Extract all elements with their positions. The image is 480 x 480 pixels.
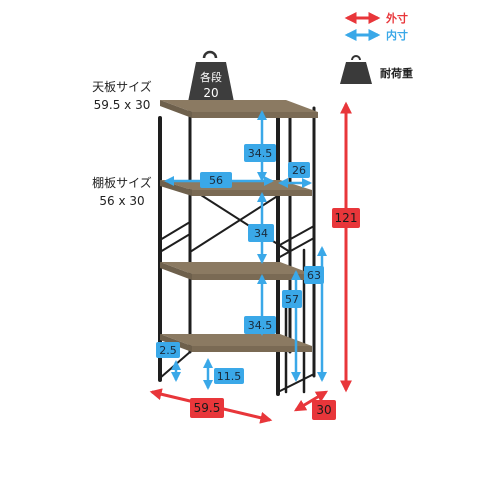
side-63-label: 63 xyxy=(307,269,321,282)
weight-legend-icon xyxy=(340,55,372,84)
top-board-size: 59.5 x 30 xyxy=(93,98,151,112)
shelf-2 xyxy=(160,262,312,274)
weight-icon xyxy=(188,62,234,102)
outer-labels: 121 59.5 30 xyxy=(190,208,360,420)
weight-badge-line2: 20 xyxy=(203,86,218,100)
shelf-board-size: 56 x 30 xyxy=(99,194,145,208)
height-label: 121 xyxy=(335,211,358,225)
gap-bottom-label: 34.5 xyxy=(248,319,273,332)
leg-11-5-label: 11.5 xyxy=(217,370,242,383)
gap-middle-label: 34 xyxy=(254,227,268,240)
top-board-caption: 天板サイズ 59.5 x 30 xyxy=(72,78,172,114)
weight-legend-label: 耐荷重 xyxy=(380,66,413,80)
shelf-depth-label: 26 xyxy=(292,164,306,177)
weight-badge-line1: 各段 xyxy=(200,70,222,84)
outer-legend-label: 外寸 xyxy=(385,11,408,25)
depth-label: 30 xyxy=(316,403,331,417)
top-board xyxy=(160,100,318,112)
side-57-label: 57 xyxy=(285,293,299,306)
shelf-board-caption: 棚板サイズ 56 x 30 xyxy=(72,174,172,210)
shelf-3 xyxy=(160,334,312,346)
legend: 外寸 内寸 耐荷重 xyxy=(340,11,413,84)
weight-badge: 各段 20 xyxy=(188,50,234,102)
inner-labels: 34.5 56 26 34 63 57 34.5 2.5 11.5 xyxy=(156,144,324,384)
top-board-label: 天板サイズ xyxy=(92,80,152,94)
gap-top-label: 34.5 xyxy=(248,147,273,160)
depth-arrow xyxy=(293,390,329,412)
leg-2-5-label: 2.5 xyxy=(159,344,177,357)
inner-legend-label: 内寸 xyxy=(386,28,408,42)
shelf-board-label: 棚板サイズ xyxy=(92,176,152,190)
width-label: 59.5 xyxy=(194,401,221,415)
shelf-width-label: 56 xyxy=(209,174,223,187)
